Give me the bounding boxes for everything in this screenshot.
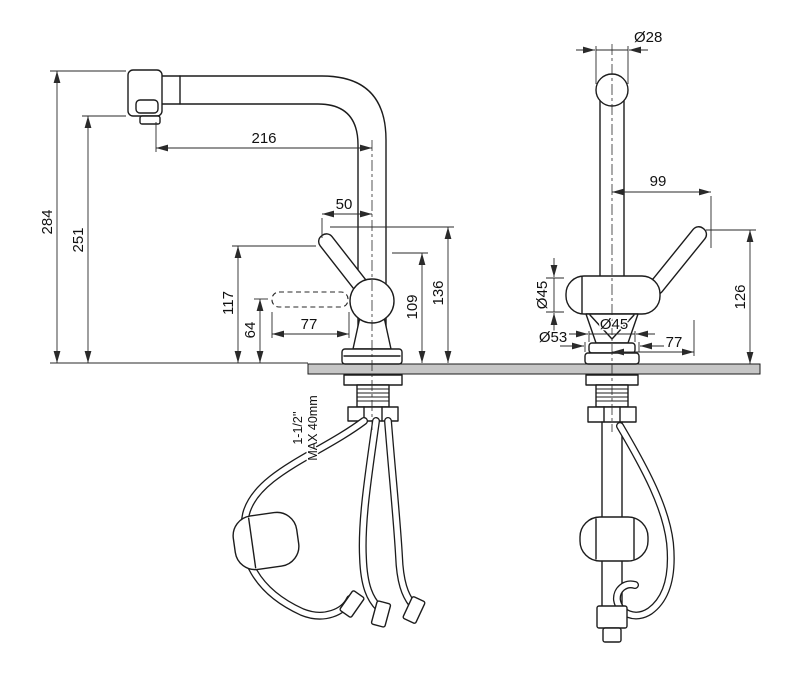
shank-size-note: 1-1/2'' [291, 411, 305, 444]
hose-end-fitting [596, 605, 628, 629]
dimensions-left: 284 251 216 50 117 64 77 109 136 [38, 70, 454, 364]
mounting-shank-left [356, 384, 390, 408]
countertop [307, 363, 761, 375]
left-under-counter: 1-1/2'' MAX 40mm [232, 374, 426, 628]
dim-body-diameter: Ø45 [534, 281, 551, 309]
dim-lever-top-height: 136 [430, 280, 447, 305]
dim-handle-tip-height: 117 [220, 291, 237, 315]
head-nozzle [139, 115, 161, 125]
dim-outlet-height: 109 [404, 294, 421, 319]
dim-overall-height: 284 [39, 209, 56, 234]
mounting-washer-left [343, 374, 403, 386]
centerlines [371, 44, 613, 432]
hose-weight-left [232, 511, 300, 571]
dim-handle-reach: 99 [650, 173, 667, 190]
max-thickness-note: MAX 40mm [306, 395, 320, 460]
dim-base-diameter: Ø45 [600, 316, 628, 333]
hose-fitting [402, 596, 426, 624]
dimensions-right: Ø28 99 Ø45 Ø45 Ø53 77 126 [533, 28, 756, 364]
left-view-faucet [127, 69, 403, 365]
hose-fitting [370, 600, 392, 628]
countertop-band [307, 363, 761, 375]
hose-end-tube [602, 627, 622, 643]
dim-handle-length: 77 [301, 316, 318, 333]
right-under-counter [579, 374, 675, 643]
right-view-faucet [565, 73, 708, 365]
dim-top-diameter: Ø28 [634, 29, 662, 46]
valve-body-front [565, 275, 661, 315]
hose-fitting [339, 590, 365, 618]
dim-flange-diameter: Ø53 [539, 329, 567, 346]
dim-spout-height: 251 [70, 227, 87, 252]
hose-weight-right [579, 516, 649, 562]
handle-lever-dashed [271, 291, 349, 308]
dim-spout-reach: 216 [251, 130, 276, 147]
dim-handle-tip-height-front: 126 [732, 284, 749, 309]
spout-outline [159, 75, 387, 364]
head-button [135, 99, 159, 114]
dim-handle-axis-height: 64 [242, 322, 259, 339]
dim-handle-offset: 50 [336, 196, 353, 213]
dim-handle-side-offset: 77 [666, 334, 683, 351]
